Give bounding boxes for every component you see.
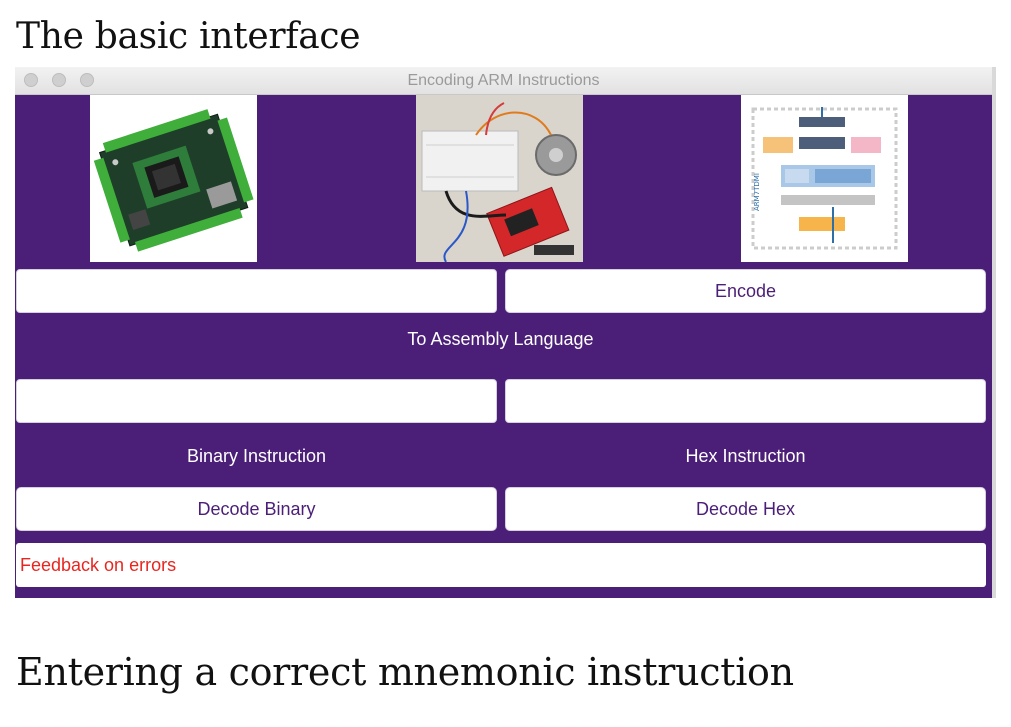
window-title: Encoding ARM Instructions [407,72,600,89]
svg-text:ARM7TDMI: ARM7TDMI [753,173,761,211]
processor-diagram-image: ARM7TDMI [741,95,908,262]
document-heading-correct-mnemonic: Entering a correct mnemonic instruction [16,650,794,694]
feedback-field: Feedback on errors [16,543,986,587]
minimize-window-icon[interactable] [52,73,66,87]
window-titlebar[interactable]: Encoding ARM Instructions [15,67,992,95]
encode-button[interactable]: Encode [505,269,986,313]
window-right-edge [992,67,996,598]
breadboard-image [416,95,583,262]
app-window: Encoding ARM Instructions [15,67,992,598]
decode-hex-button[interactable]: Decode Hex [505,487,986,531]
decode-binary-button[interactable]: Decode Binary [16,487,497,531]
close-window-icon[interactable] [24,73,38,87]
zoom-window-icon[interactable] [80,73,94,87]
assembly-language-label: To Assembly Language [407,329,594,349]
binary-instruction-input[interactable] [16,379,497,423]
document-heading-basic-interface: The basic interface [16,16,361,57]
hex-instruction-input[interactable] [505,379,986,423]
arm-board-image [90,95,257,262]
binary-instruction-label: Binary Instruction [186,446,327,466]
mnemonic-input[interactable] [16,269,497,313]
hex-instruction-label: Hex Instruction [685,446,806,466]
